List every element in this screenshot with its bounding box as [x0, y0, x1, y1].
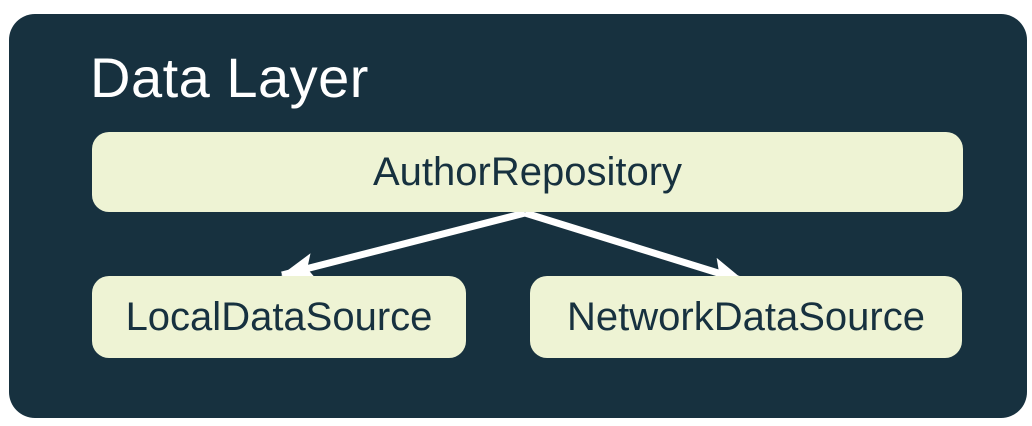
arrow-repository-to-local [281, 209, 526, 281]
group-title: Data Layer [90, 46, 369, 109]
data-layer-container: Data Layer AuthorRepository LocalDataSou… [9, 14, 1027, 418]
node-network-data-source: NetworkDataSource [530, 276, 962, 358]
node-author-repository: AuthorRepository [92, 132, 963, 212]
arrow-repository-to-network [523, 209, 746, 285]
node-local-data-source: LocalDataSource [92, 276, 466, 358]
